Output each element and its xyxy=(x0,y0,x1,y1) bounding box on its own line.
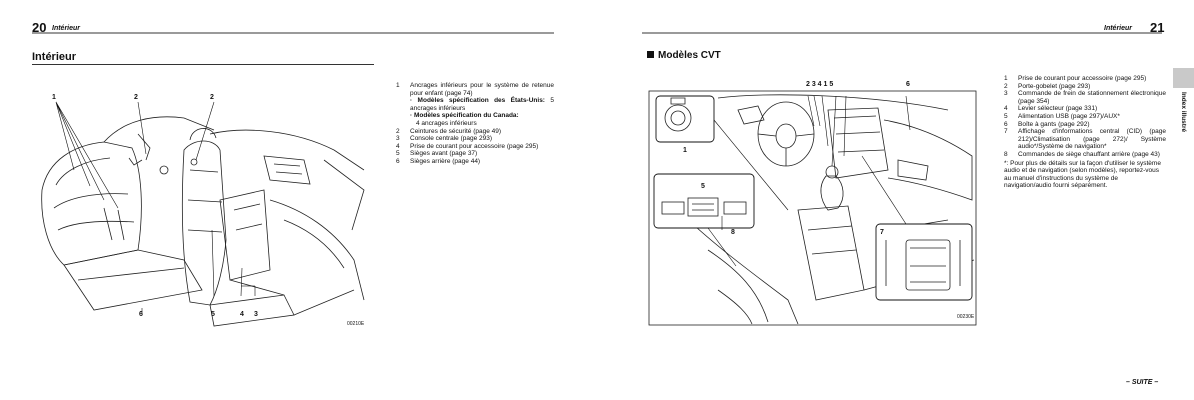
callout-8-right: 8 xyxy=(731,229,735,236)
list-item: 5 Alimentation USB (page 297)/AUX* xyxy=(1004,112,1120,120)
list-item: 2 Ceintures de sécurité (page 49) xyxy=(396,127,502,135)
footnote: *: Pour plus de détails sur la façon d'u… xyxy=(1004,159,1161,190)
callout-1-right: 1 xyxy=(683,147,687,154)
figure-code-left: 00210E xyxy=(347,321,365,327)
callout-5: 5 xyxy=(211,311,215,318)
callout-top-group: 2 3 4 1 5 xyxy=(806,81,834,88)
callout-3: 3 xyxy=(254,311,258,318)
callout-7-right: 7 xyxy=(880,229,884,236)
list-sub-item: · Modèles spécification du Canada:4 ancr… xyxy=(410,112,519,127)
list-item: 4 Levier sélecteur (page 331) xyxy=(1004,105,1098,113)
list-item: 7 Affichage d'informations central (CID)… xyxy=(1004,128,1166,151)
side-tab xyxy=(1173,68,1194,88)
running-header-right: Intérieur xyxy=(1104,25,1133,32)
running-header-left: Intérieur xyxy=(52,25,81,32)
list-item: 6 Sièges arrière (page 44) xyxy=(396,157,481,165)
header-rule-left xyxy=(32,32,554,34)
list-item: 3 Commande de frein de stationnement éle… xyxy=(1004,90,1166,105)
callout-2b: 2 xyxy=(210,94,214,101)
callout-6: 6 xyxy=(139,311,143,318)
section-square-icon xyxy=(647,51,654,58)
list-item: 6 Boîte à gants (page 292) xyxy=(1004,120,1090,128)
list-item: 1 Ancrages inférieurs pour le système de… xyxy=(396,82,554,97)
callout-2a: 2 xyxy=(134,94,138,101)
list-item: 2 Porte-gobelet (page 293) xyxy=(1004,82,1091,90)
legend-list-right: 1 Prise de courant pour accessoire (page… xyxy=(1004,75,1166,190)
page-number-left: 20 xyxy=(32,20,47,35)
list-sub-item: · Modèles spécification des États-Unis: … xyxy=(410,97,554,112)
interior-seats-illustration xyxy=(34,90,374,330)
title-rule-left xyxy=(32,64,374,65)
side-tab-label: Index illustré xyxy=(1180,92,1187,133)
list-item: 1 Prise de courant pour accessoire (page… xyxy=(1004,75,1147,82)
callout-1: 1 xyxy=(52,94,56,101)
page-number-right: 21 xyxy=(1150,20,1165,35)
list-item: 4 Prise de courant pour accessoire (page… xyxy=(396,142,539,150)
list-item: 3 Console centrale (page 293) xyxy=(396,135,493,143)
callout-6-right: 6 xyxy=(906,81,910,88)
continued-label: – SUITE – xyxy=(1126,379,1159,386)
left-page: 20 Intérieur Intérieur xyxy=(32,20,554,330)
section-title-right: Modèles CVT xyxy=(647,50,721,61)
page-title-left: Intérieur xyxy=(32,51,77,63)
callout-4: 4 xyxy=(240,311,244,318)
legend-list-left: 1 Ancrages inférieurs pour le système de… xyxy=(396,82,554,166)
cockpit-illustration xyxy=(648,90,978,326)
list-item: 5 Sièges avant (page 37) xyxy=(396,150,478,158)
list-item: 8 Commandes de siège chauffant arrière (… xyxy=(1004,150,1160,158)
callout-5-right: 5 xyxy=(701,183,705,190)
header-rule-right xyxy=(642,32,1162,34)
figure-code-right: 00230E xyxy=(957,314,975,320)
